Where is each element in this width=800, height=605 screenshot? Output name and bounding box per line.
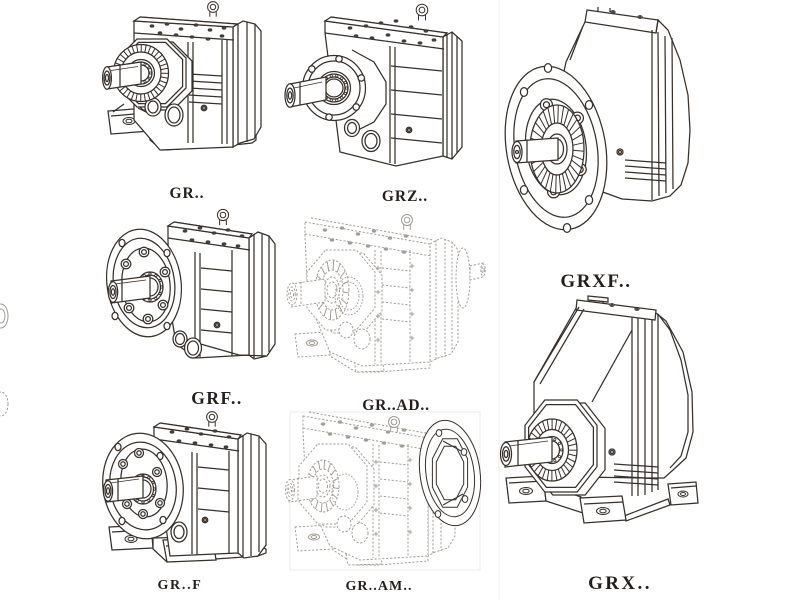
svg-text:GR..AM..: GR..AM.. [345,579,412,594]
svg-text:GRF..: GRF.. [191,388,243,408]
svg-text:GR..F: GR..F [157,578,202,593]
svg-text:GR..AD..: GR..AD.. [362,397,430,414]
svg-text:GR..: GR.. [170,185,205,202]
svg-text:GRXF..: GRXF.. [560,271,631,292]
svg-text:GRX..: GRX.. [588,573,652,594]
svg-text:GRZ..: GRZ.. [382,188,428,205]
